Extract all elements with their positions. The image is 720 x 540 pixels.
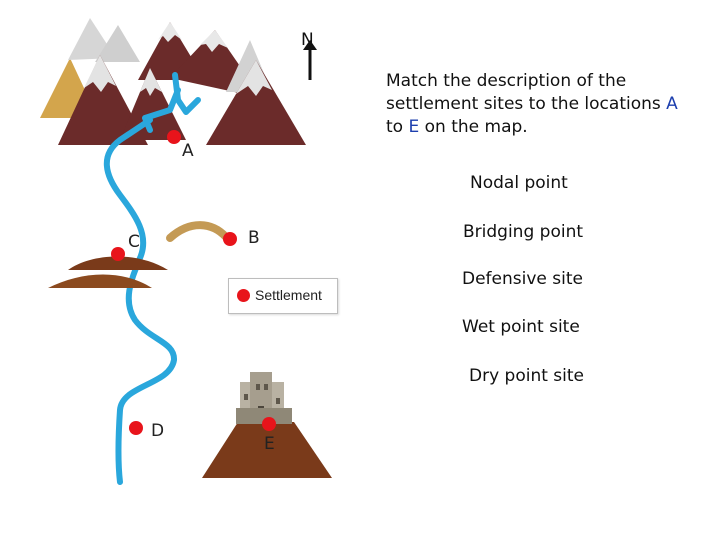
hill-c-base: [48, 274, 152, 288]
mountain-left-front: [58, 55, 148, 145]
north-arrow: [303, 40, 317, 80]
mountain-mid-front-snow: [140, 68, 162, 96]
location-label-e: E: [264, 434, 275, 454]
option-bridging-point[interactable]: Bridging point: [463, 222, 584, 242]
mountain-mid-front: [120, 68, 186, 140]
option-wet-point-site[interactable]: Wet point site: [462, 317, 580, 337]
settlement-markers: [111, 130, 276, 435]
settlement-legend-icon: [237, 289, 250, 302]
instruction-location-last: E: [408, 117, 420, 137]
instruction-text: Match the description of the settlement …: [386, 70, 686, 139]
option-nodal-point[interactable]: Nodal point: [470, 173, 568, 193]
hill-c-top: [68, 256, 168, 270]
mountain-left-front-snow: [84, 55, 116, 92]
settlement-dot-a: [167, 130, 181, 144]
mountain-centre-snow: [158, 22, 182, 42]
river: [103, 72, 201, 485]
option-dry-point-site[interactable]: Dry point site: [469, 366, 585, 386]
settlement-dot-c: [111, 247, 125, 261]
settlement-dot-d: [129, 421, 143, 435]
castle-hill: [202, 372, 332, 478]
north-label: N: [301, 30, 314, 50]
location-label-d: D: [151, 421, 165, 441]
settlement-dot-e: [262, 417, 276, 431]
bridge: [166, 221, 230, 242]
mountain-peak-back-2: [95, 25, 140, 62]
map-legend: Settlement: [228, 278, 338, 314]
castle-base: [236, 408, 292, 424]
legend-label: Settlement: [255, 287, 322, 303]
castle-hill-slope: [202, 422, 332, 478]
river-main: [103, 117, 177, 485]
mountain-right-front-snow: [236, 60, 272, 96]
mountain-range: [40, 18, 306, 145]
mountain-right-front: [206, 60, 306, 145]
location-label-b: B: [248, 228, 260, 248]
instruction-post: on the map.: [419, 117, 528, 137]
instruction-pre: Match the description of the settlement …: [386, 71, 667, 114]
location-label-c: C: [128, 232, 140, 252]
instruction-mid: to: [386, 117, 409, 137]
location-label-a: A: [182, 141, 194, 161]
hill-c: [48, 256, 168, 288]
option-defensive-site[interactable]: Defensive site: [462, 269, 583, 289]
instruction-location-first: A: [666, 94, 678, 114]
castle-icon: [236, 372, 292, 424]
settlement-dot-b: [223, 232, 237, 246]
mountain-right-back-snow: [200, 30, 228, 52]
